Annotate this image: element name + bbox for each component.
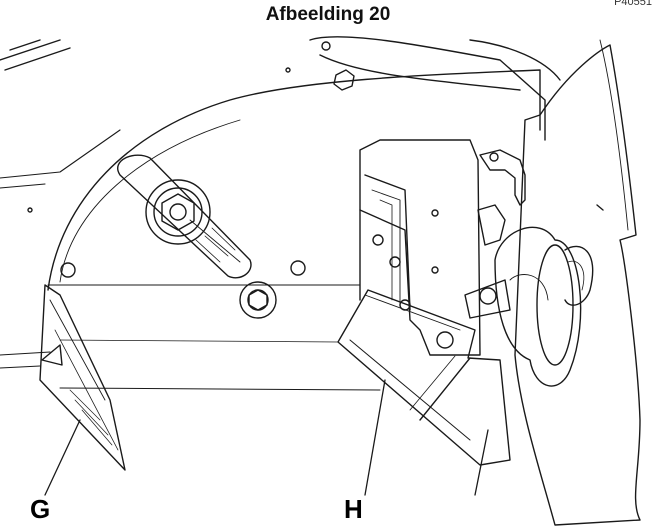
shield-g: [39, 284, 126, 471]
bell-drum: [464, 226, 594, 387]
drive-shaft: [117, 154, 252, 279]
frame-top-left: [0, 39, 71, 71]
leader-lines: [44, 379, 489, 496]
plate-holes: [27, 67, 306, 319]
figure-title: Afbeelding 20: [265, 4, 391, 25]
frame-left: [0, 129, 121, 369]
bracket-assembly: [359, 139, 526, 356]
callout-h: H: [344, 494, 363, 524]
upper-cover: [309, 36, 561, 141]
callout-g: G: [30, 494, 51, 524]
skid-plate-h: [337, 289, 511, 466]
main-plate: [47, 69, 541, 391]
figure-code: P40551: [614, 0, 652, 8]
right-plate: [514, 39, 641, 526]
